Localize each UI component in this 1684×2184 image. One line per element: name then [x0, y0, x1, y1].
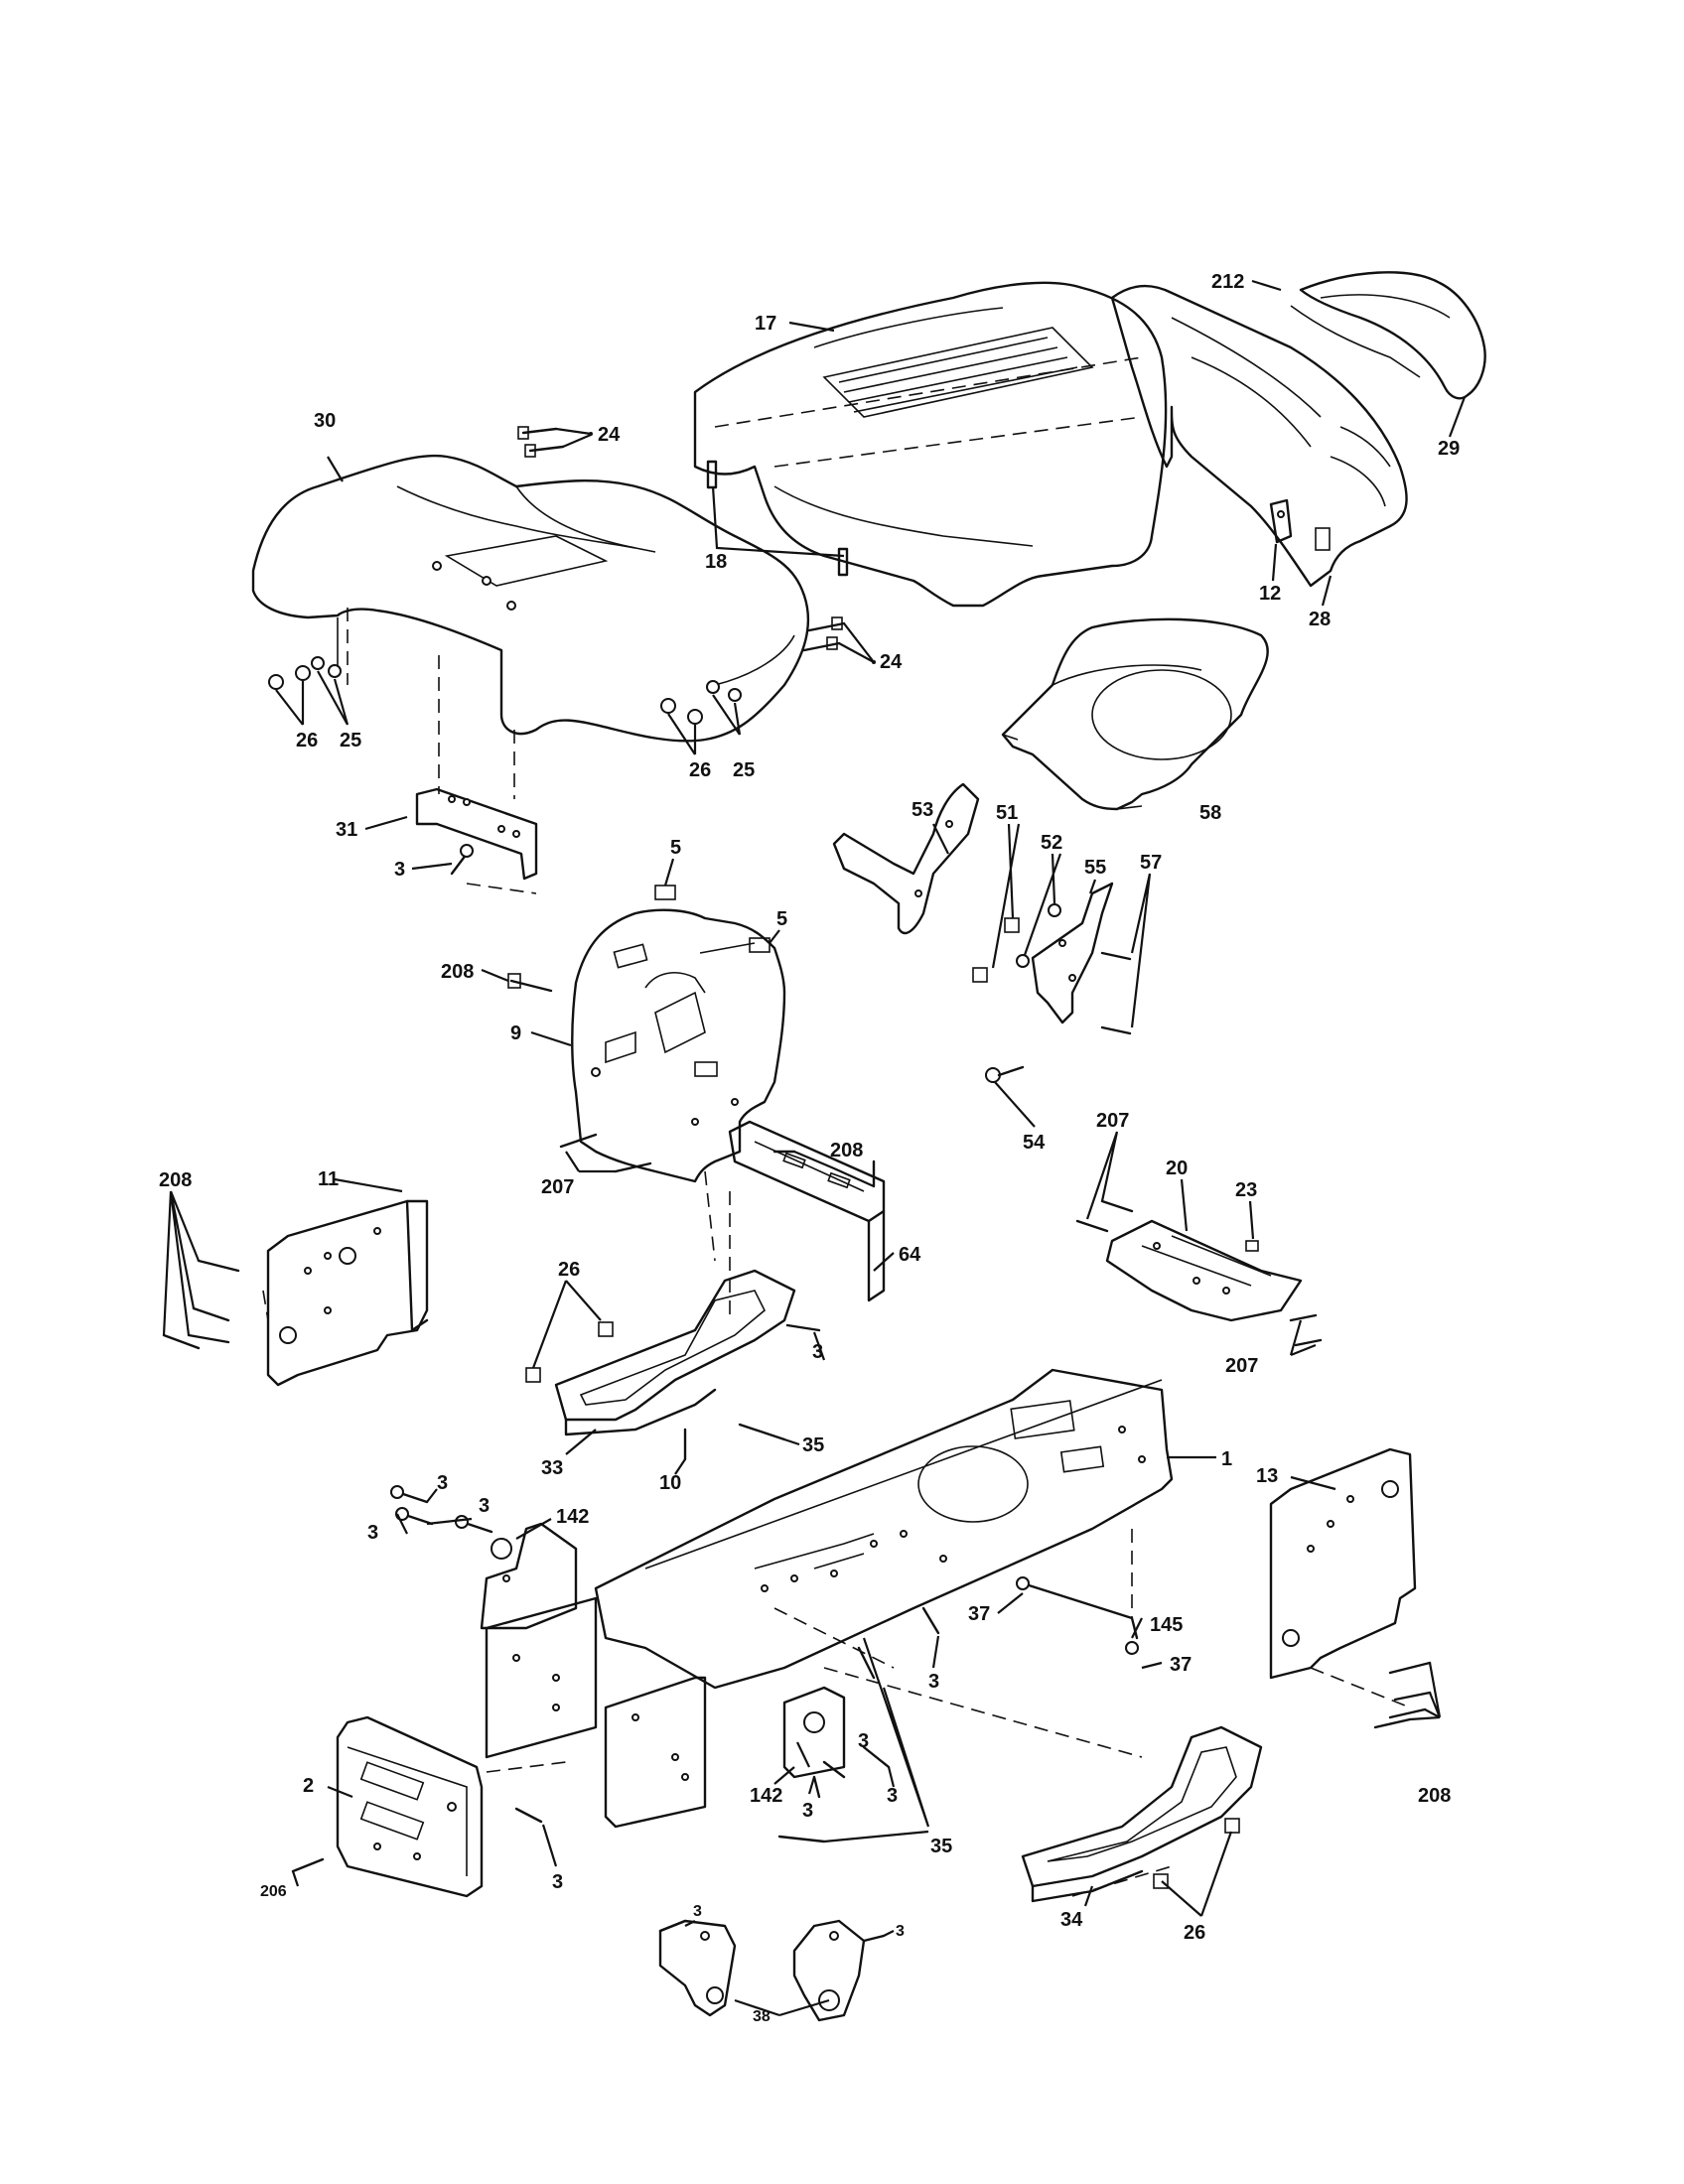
- callout-207a: 207: [541, 1176, 574, 1198]
- callout-208c: 208: [159, 1169, 192, 1191]
- callout-51: 51: [996, 802, 1018, 824]
- part-hood[interactable]: [693, 281, 1168, 608]
- callout-3c: 3: [437, 1472, 448, 1494]
- part-front-plate-142-right[interactable]: [782, 1686, 846, 1779]
- callout-212: 212: [1211, 271, 1244, 293]
- part-footrest-34[interactable]: [1021, 1725, 1263, 1903]
- callout-30: 30: [314, 410, 336, 432]
- callout-37b: 37: [1170, 1654, 1192, 1676]
- callout-25b: 25: [733, 759, 755, 781]
- part-rod-145[interactable]: [1021, 1581, 1139, 1640]
- leader-dots: [589, 432, 876, 664]
- callout-35a: 35: [802, 1434, 824, 1456]
- part-console-panel[interactable]: [571, 908, 786, 1183]
- part-front-plate-left[interactable]: [485, 1596, 598, 1759]
- assembly-lines: [262, 608, 1411, 1897]
- callout-55: 55: [1084, 857, 1106, 879]
- callout-208d: 208: [1418, 1785, 1451, 1807]
- callout-28: 28: [1309, 609, 1331, 630]
- callout-31: 31: [336, 819, 357, 841]
- part-front-bracket-2[interactable]: [336, 1715, 484, 1898]
- callout-207c: 207: [1225, 1355, 1258, 1377]
- part-side-panel-11[interactable]: [266, 1199, 429, 1387]
- callout-34: 34: [1060, 1909, 1083, 1931]
- callout-3b: 3: [812, 1341, 823, 1363]
- callout-3f: 3: [928, 1671, 939, 1693]
- callout-206: 206: [260, 1883, 287, 1900]
- fasteners: [162, 426, 1432, 1943]
- part-frame[interactable]: [594, 1368, 1174, 1690]
- callout-53: 53: [912, 799, 933, 821]
- callout-33: 33: [541, 1457, 563, 1479]
- part-plate-20[interactable]: [1105, 1219, 1303, 1322]
- part-bracket-64[interactable]: [728, 1120, 886, 1302]
- callout-57: 57: [1140, 852, 1162, 874]
- callout-20: 20: [1166, 1158, 1188, 1179]
- callout-52: 52: [1041, 832, 1062, 854]
- part-grille[interactable]: [1110, 284, 1408, 588]
- callout-26a: 26: [296, 730, 318, 751]
- callout-24a: 24: [598, 424, 621, 446]
- callout-37a: 37: [968, 1603, 990, 1625]
- callout-3g: 3: [858, 1730, 869, 1752]
- part-front-plate-142-left[interactable]: [480, 1522, 578, 1630]
- part-headlight-lens[interactable]: [1290, 271, 1486, 400]
- callout-145: 145: [1150, 1614, 1183, 1636]
- callout-5b: 5: [776, 908, 787, 930]
- callout-25a: 25: [340, 730, 361, 751]
- callout-labels: 17 212 29 12 28 18 30 24 24 26 25 26 25 …: [159, 271, 1460, 2025]
- callout-208b: 208: [830, 1140, 863, 1161]
- part-front-plate-right[interactable]: [604, 1676, 707, 1829]
- part-dash-shroud[interactable]: [1001, 617, 1269, 811]
- callout-23: 23: [1235, 1179, 1257, 1201]
- callout-35b: 35: [930, 1836, 952, 1857]
- callout-2: 2: [303, 1775, 314, 1797]
- callout-10: 10: [659, 1472, 681, 1494]
- part-bracket-38-left[interactable]: [658, 1919, 737, 2017]
- callout-3a: 3: [394, 859, 405, 881]
- callout-38: 38: [753, 2008, 771, 2025]
- callout-13: 13: [1256, 1465, 1278, 1487]
- part-bracket-55[interactable]: [1031, 882, 1114, 1024]
- callout-26d: 26: [1184, 1922, 1205, 1944]
- callout-3e: 3: [367, 1522, 378, 1544]
- callout-142a: 142: [556, 1506, 589, 1528]
- callout-142b: 142: [750, 1785, 782, 1807]
- part-bracket-53[interactable]: [832, 782, 980, 935]
- part-footrest-33[interactable]: [554, 1269, 796, 1436]
- callout-3k: 3: [693, 1903, 702, 1920]
- callout-24b: 24: [880, 651, 903, 673]
- callout-3h: 3: [887, 1785, 898, 1807]
- callout-5a: 5: [670, 837, 681, 859]
- callout-54: 54: [1023, 1132, 1046, 1154]
- part-side-panel-13[interactable]: [1269, 1447, 1417, 1680]
- callout-1: 1: [1221, 1448, 1232, 1470]
- callout-207b: 207: [1096, 1110, 1129, 1132]
- part-bracket-38-right[interactable]: [792, 1919, 866, 2022]
- callout-29: 29: [1438, 438, 1460, 460]
- callout-12: 12: [1259, 583, 1281, 605]
- callout-58: 58: [1199, 802, 1221, 824]
- part-clip-12[interactable]: [1269, 498, 1293, 544]
- callout-208a: 208: [441, 961, 474, 983]
- part-bracket-31[interactable]: [415, 787, 538, 881]
- callout-3i: 3: [802, 1800, 813, 1822]
- callout-11: 11: [318, 1168, 339, 1190]
- callout-9: 9: [510, 1023, 521, 1044]
- part-hood-strip-18[interactable]: [706, 460, 849, 577]
- callout-3j: 3: [552, 1871, 563, 1893]
- callout-26b: 26: [689, 759, 711, 781]
- callout-26c: 26: [558, 1259, 580, 1281]
- callout-17: 17: [755, 313, 776, 335]
- callout-3l: 3: [896, 1923, 905, 1940]
- callout-3d: 3: [479, 1495, 490, 1517]
- callout-18: 18: [705, 551, 727, 573]
- part-fender[interactable]: [251, 454, 810, 743]
- callout-64: 64: [899, 1244, 921, 1266]
- leader-lines: [162, 279, 1467, 2017]
